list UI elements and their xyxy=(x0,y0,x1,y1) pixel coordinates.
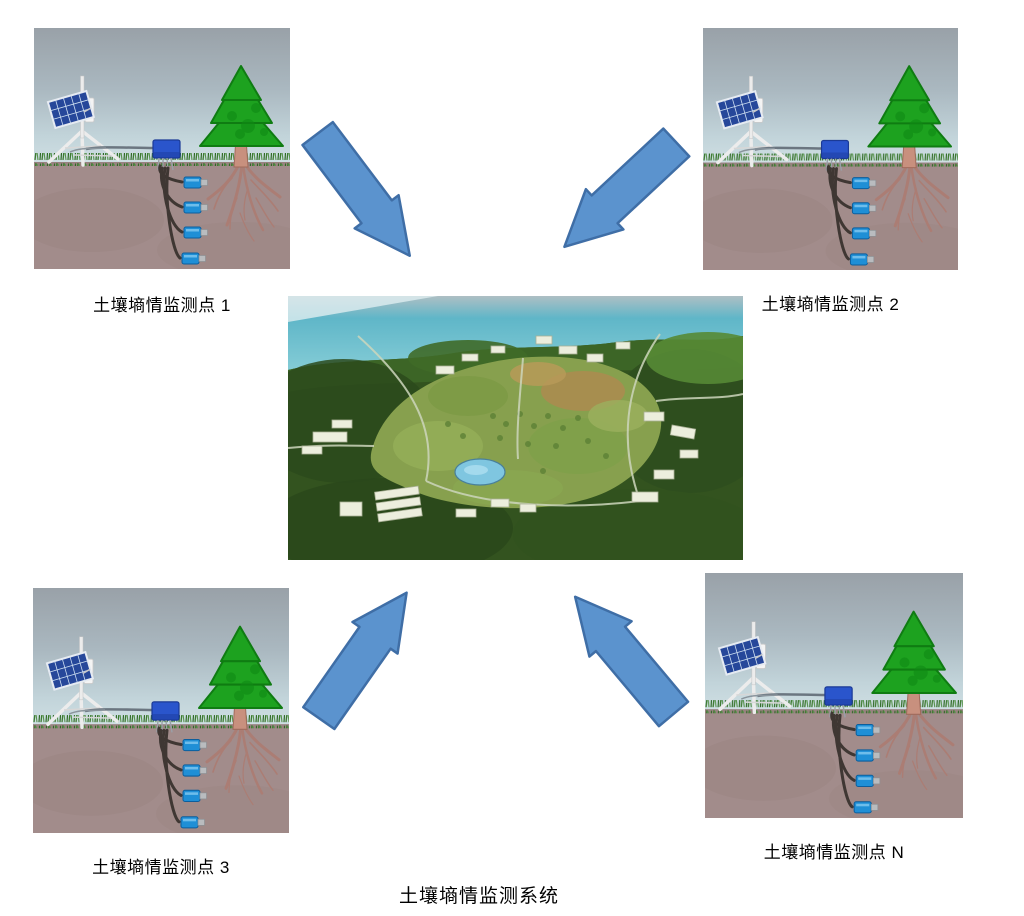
station-label-2: 土壤墒情监测点 2 xyxy=(761,295,900,314)
down-left-arrow-icon xyxy=(541,118,699,271)
center-aerial-image xyxy=(288,296,743,560)
up-left-arrow-icon xyxy=(549,575,698,736)
station-image-3 xyxy=(33,588,289,833)
station-label-n: 土壤墒情监测点 N xyxy=(763,843,905,862)
down-right-arrow-icon xyxy=(292,113,437,276)
system-title: 土壤墒情监测系统 xyxy=(398,886,559,907)
station-label-3: 土壤墒情监测点 3 xyxy=(92,858,230,877)
up-right-arrow-icon xyxy=(292,573,433,738)
station-image-2 xyxy=(703,28,958,270)
station-image-1 xyxy=(34,28,290,269)
station-image-n xyxy=(705,573,963,818)
station-label-1: 土壤墒情监测点 1 xyxy=(93,296,231,315)
